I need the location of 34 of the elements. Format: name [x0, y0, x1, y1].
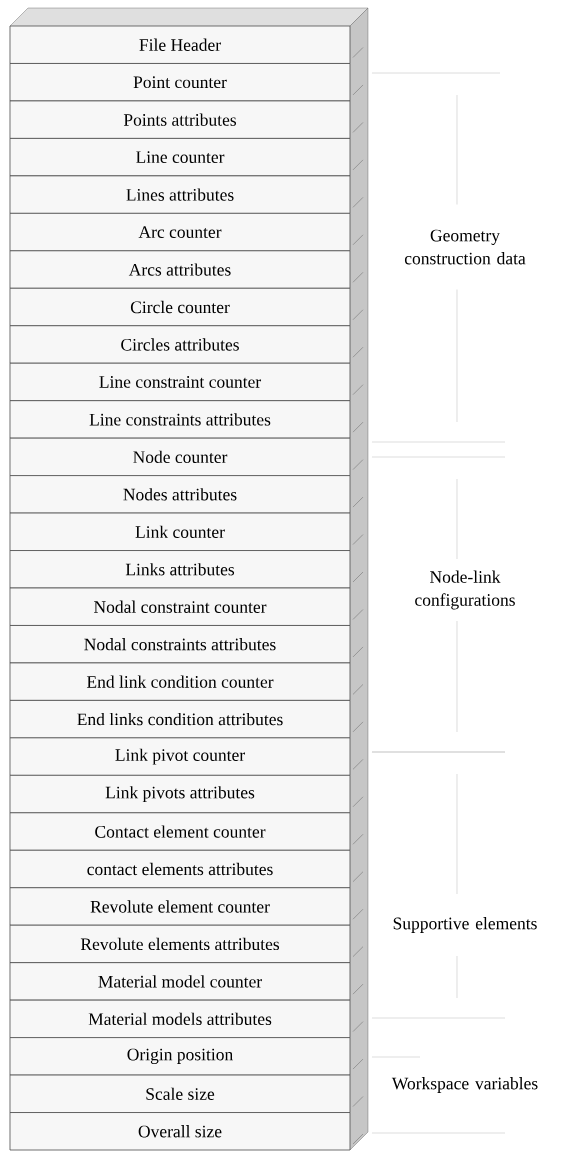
stack-row: Lines attributes: [9, 175, 351, 214]
stack-row: Points attributes: [9, 100, 351, 139]
stack-row: Arc counter: [9, 212, 351, 252]
stack-row: End links condition attributes: [9, 700, 351, 739]
stack-row: Contact element counter: [9, 812, 351, 851]
stack-row: Revolute elements attributes: [9, 924, 351, 964]
stack-row: Line constraint counter: [9, 362, 351, 402]
stack-row: Link counter: [9, 512, 351, 551]
group-label: Node-link configurations: [415, 570, 515, 610]
stack-row: Nodes attributes: [9, 475, 351, 514]
stack-row: Origin position: [9, 1037, 351, 1076]
stack-row: Revolute element counter: [9, 887, 351, 926]
group-label: Workspace variables: [391, 1077, 538, 1093]
stack-row: Link pivots attributes: [9, 774, 351, 814]
stack-row: Circle counter: [9, 287, 351, 327]
stack-row: contact elements attributes: [9, 849, 351, 889]
stack-row: Nodal constraint counter: [9, 587, 351, 626]
stack-row: Material model counter: [9, 962, 351, 1001]
stack-row: Point counter: [9, 63, 351, 102]
stack-row: Links attributes: [9, 550, 351, 589]
stack-row: Material models attributes: [9, 999, 351, 1038]
stack-row: Line counter: [9, 138, 351, 177]
stack-row: Nodal constraints attributes: [9, 625, 351, 664]
stack-row: End link condition counter: [9, 662, 351, 701]
group-label: Geometry construction data: [404, 229, 526, 265]
stack-row: Link pivot counter: [9, 737, 351, 776]
stack-row: Node counter: [9, 437, 351, 476]
stack-row: Arcs attributes: [9, 250, 351, 289]
group-label: Supportive elements: [393, 917, 537, 933]
stack-row: Line constraints attributes: [9, 400, 351, 439]
stack-row: Scale size: [9, 1074, 351, 1113]
stack-row: File Header: [9, 25, 351, 64]
stack-row: Circles attributes: [9, 325, 351, 364]
stack-row: Overall size: [9, 1112, 351, 1151]
